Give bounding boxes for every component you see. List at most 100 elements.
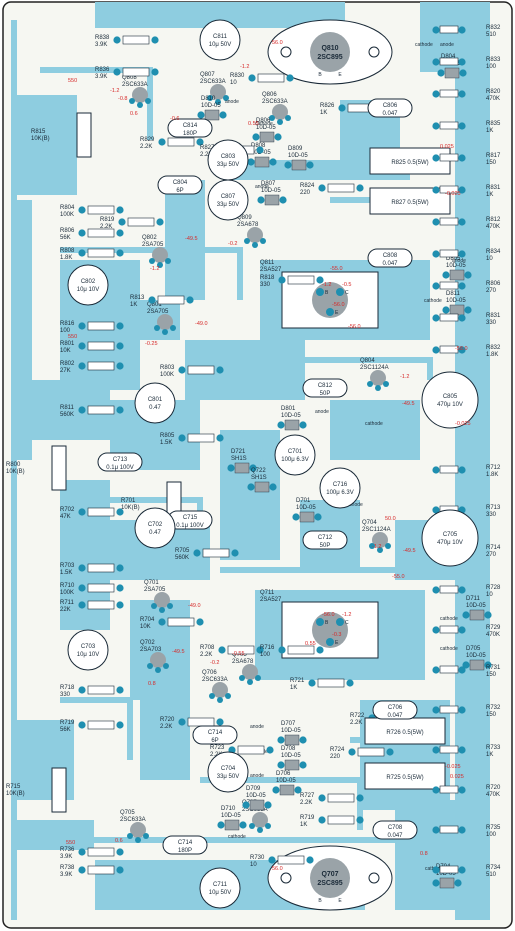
diode-part: 10D-05 [201,103,221,109]
pad [432,250,440,258]
capacitor-body [367,98,413,118]
pad [158,138,166,146]
resistor-value: 510 [486,872,497,878]
resistor-value: 10K(B) [31,136,50,142]
pad [167,603,173,609]
diode-id: D708 [281,746,296,752]
resistor-body [87,720,115,730]
pad [326,638,334,646]
resistor-value: 270 [486,288,497,294]
diode-body [469,609,485,621]
diode-id: D804 [441,54,456,60]
resistor-body [439,121,459,130]
pad [218,646,226,654]
transistor-part: 2SA527 [260,267,282,273]
resistor-value: 2.2K [140,144,152,150]
resistor-body [87,685,115,695]
pad [432,666,440,674]
pad [432,786,440,794]
resistor-id: R705 [175,548,190,554]
pad [78,229,86,237]
pad [78,721,86,729]
voltage-label: 0.55 [305,641,316,647]
pad [268,856,276,864]
transistor-id: Q705 [232,652,247,658]
resistor: R726 0.5(5W) [364,717,446,745]
pad [272,786,280,794]
resistor-id: R829 [140,137,155,143]
voltage-label: 56.0 [272,40,283,46]
pad [462,661,470,669]
capacitor-body [207,179,249,221]
resistor-body [439,785,459,794]
resistor-body [257,73,285,83]
resistor-id: R801 [60,341,75,347]
pad [266,746,274,754]
voltage-label: -49.0 [188,603,201,609]
pad [294,786,302,794]
resistor-body [167,617,195,627]
pad [269,483,277,491]
resistor-value: 47K [60,514,71,520]
pad [458,250,466,258]
pin-label: E [338,72,342,78]
capacitor-value: 33μ 50V [217,162,239,168]
resistor-body [87,507,115,517]
pad [170,325,176,331]
pad [278,646,286,654]
pad [356,816,364,824]
resistor-value: 560K [175,555,189,561]
diode-part: 10D-05 [281,753,301,759]
capacitor-body [372,820,418,840]
pad [151,68,159,76]
capacitor-value: 0.1μ 100V [106,465,133,471]
transistor-body [132,87,148,103]
resistor-body [87,361,115,371]
capacitor-value: 0.047 [382,261,398,267]
voltage-label: -49.5 [402,401,415,407]
diode-body [299,511,315,523]
resistor-value: 3.9K [60,872,72,878]
diode-part: 10D-05 [466,603,486,609]
resistor-value: 1K [320,110,327,116]
diode-body [204,109,220,121]
resistor-id: R830 [230,73,245,79]
power-resistor-body [364,717,446,745]
capacitor-value: 470μ 10V [437,540,463,546]
pin-word: cathode [255,121,273,127]
capacitor-value: 100μ 6.3V [326,490,353,496]
resistor-body [237,745,265,755]
transistor-body [210,84,226,100]
pad [178,434,186,442]
pad [216,434,224,442]
mount-hole [368,46,380,58]
capacitor-id: C713 [113,457,128,463]
transistor-part: 2SA705 [147,309,169,315]
resistor-value: 100K [60,212,74,218]
pin-word: cathode [440,646,458,652]
diode-part: 10D-05 [276,778,296,784]
pad [116,229,124,237]
resistor-value: 330 [60,692,71,698]
resistor-id: R813 [130,295,145,301]
transistor-body [310,32,350,72]
pad [162,329,168,335]
transistor-id: Q809 [237,215,252,221]
pad [458,314,466,322]
resistor-id: R817 [486,153,501,159]
pad [217,821,225,829]
pad [78,342,86,350]
